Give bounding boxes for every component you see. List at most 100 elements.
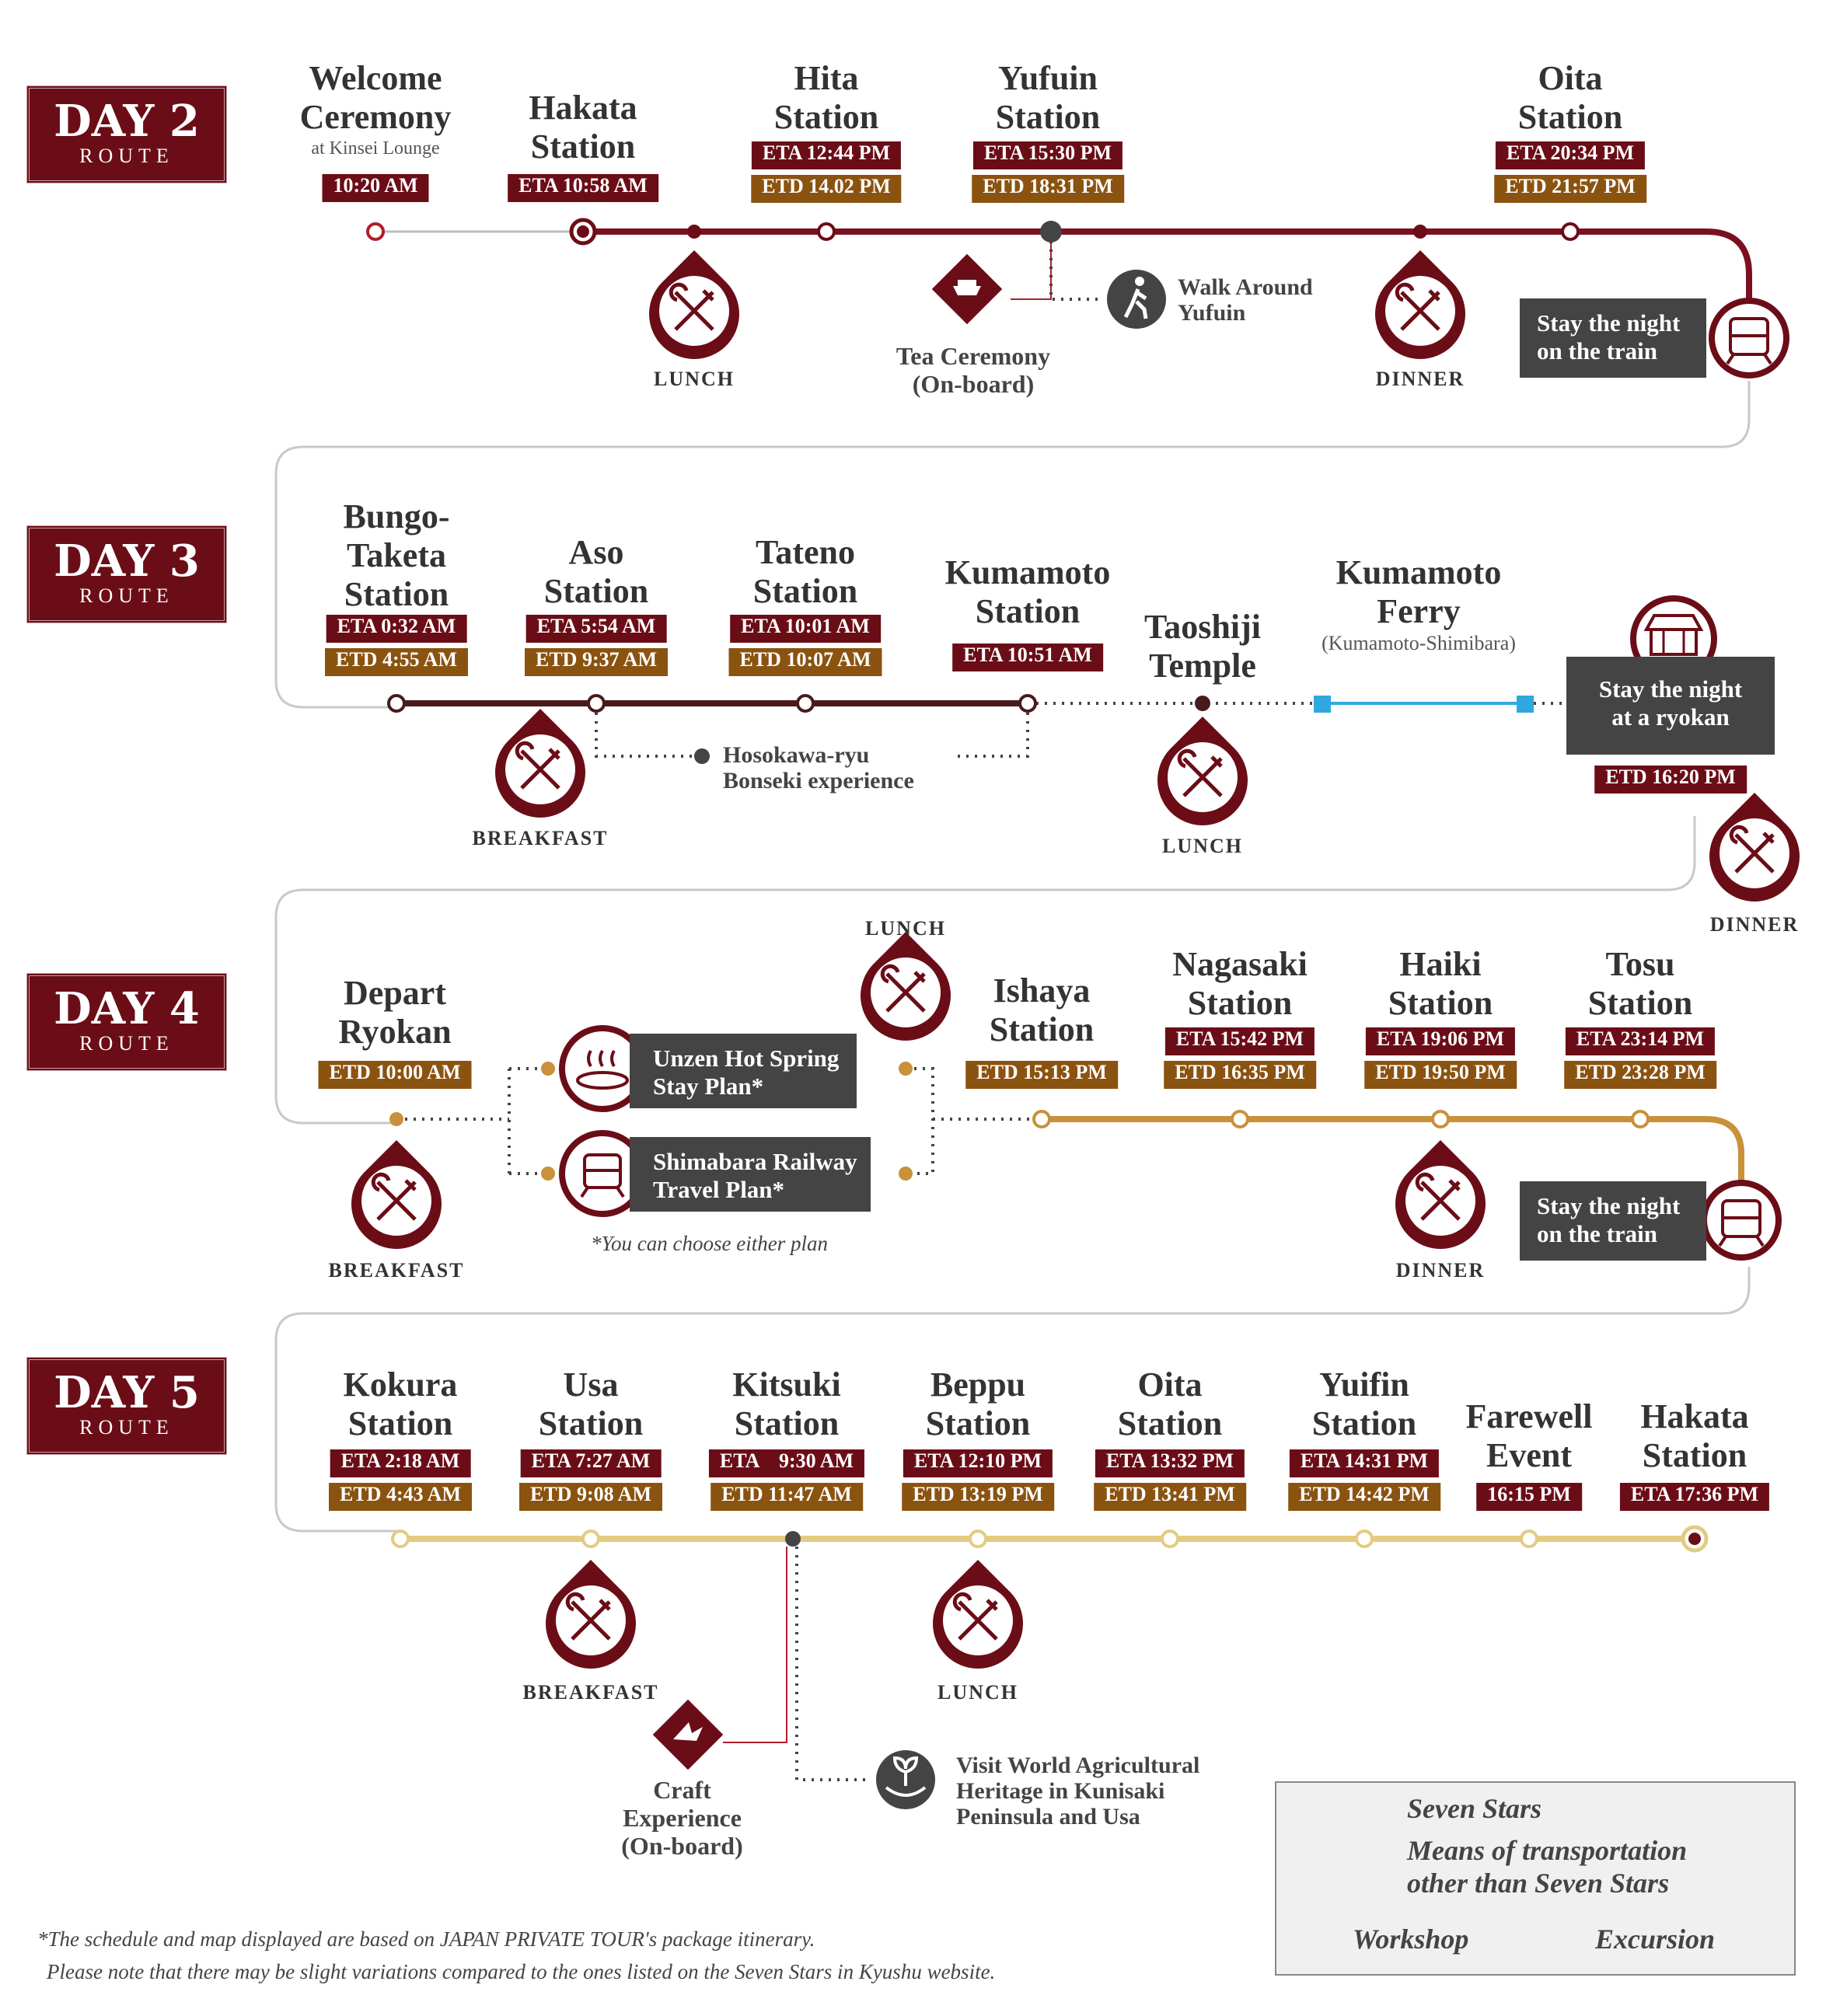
etd-nagasaki: ETD 16:35 PM (1164, 1061, 1316, 1089)
route-label: ROUTE (79, 584, 174, 607)
eta-hita: ETA 12:44 PM (751, 141, 902, 169)
node-kitsuki (785, 1531, 801, 1547)
stop-name-line1: Yufuin (997, 59, 1098, 97)
excursion-walk-icon (1107, 270, 1166, 329)
eta-tosu: ETA 23:14 PM (1565, 1027, 1716, 1055)
time-farewell: 16:15 PM (1476, 1483, 1582, 1511)
etd-bungo: ETD 4:55 AM (325, 648, 468, 676)
legend-other-line2: other than Seven Stars (1407, 1868, 1670, 1899)
node-nagasaki (1231, 1110, 1249, 1128)
node-taoshiji (1195, 696, 1210, 711)
node-yuifin (1355, 1529, 1374, 1548)
eta-hakata5: ETA 17:36 PM (1619, 1483, 1770, 1511)
connector-day4-day5 (274, 1267, 1751, 1533)
stop-name-line2: Station (1117, 1404, 1223, 1442)
node-aso (587, 694, 606, 713)
stop-name-line2: Station (543, 572, 649, 610)
label-line2: Bonseki experience (723, 768, 914, 793)
etd-usa: ETD 9:08 AM (519, 1483, 662, 1511)
stop-name-line1: Hakata (529, 89, 637, 127)
stop-name-line1: Aso (568, 533, 624, 571)
stop-name-line2: Ferry (1377, 592, 1461, 630)
day-label: DAY 2 (54, 96, 200, 147)
meal-label: DINNER (1375, 368, 1465, 390)
etd-kokura: ETD 4:43 AM (329, 1483, 472, 1511)
meal-label: BREAKFAST (472, 827, 609, 849)
meal-pin-lunch-icon (861, 932, 951, 1041)
meal-pin-lunch-icon (933, 1560, 1023, 1669)
stop-name-line1: Tosu (1605, 945, 1675, 983)
stop-name-line1: Depart (344, 974, 446, 1012)
train-icon-day4 (1701, 1180, 1782, 1261)
stop-name-line1: Hita (794, 59, 859, 97)
stop-name-line2: Station (734, 1404, 840, 1442)
label-line2: Heritage in Kunisaki (956, 1778, 1165, 1804)
stop-name-line1: Farewell (1465, 1397, 1593, 1435)
stop-name-line1: Kitsuki (732, 1366, 841, 1404)
stop-name-line2: Station (1517, 98, 1623, 136)
node-dinner2 (1413, 225, 1427, 239)
legend-excursion: Excursion (1595, 1924, 1716, 1955)
stop-name-line2: Station (975, 592, 1081, 630)
stop-name-line3: Station (344, 575, 449, 613)
stop-name-line2: Station (530, 127, 636, 166)
etd-yufuin: ETD 18:31 PM (972, 175, 1124, 203)
meal-pin-dinner-icon (1375, 250, 1465, 360)
legend: Seven Stars Means of transportation othe… (1275, 1781, 1796, 1976)
stop-name-line1: Bungo- (343, 497, 450, 535)
eta-beppu: ETA 12:10 PM (903, 1449, 1053, 1477)
meal-pin-lunch-icon (1157, 717, 1248, 825)
eta-hakata: ETA 10:58 AM (508, 174, 658, 202)
etd-tosu: ETD 23:28 PM (1564, 1061, 1716, 1089)
stop-name-line1: Welcome (309, 59, 442, 97)
label-line1: Hosokawa-ryu (723, 742, 870, 768)
node-depart (389, 1112, 403, 1126)
stop-name-line2: Station (989, 1010, 1095, 1048)
label-line1: Stay the night (1537, 309, 1681, 337)
eta-kokura: ETA 2:18 AM (330, 1449, 471, 1477)
label-line1: Stay the night (1537, 1192, 1681, 1219)
etd-aso: ETD 9:37 AM (525, 648, 668, 676)
eta-oita: ETA 20:34 PM (1495, 141, 1646, 169)
etd-kitsuki: ETD 11:47 AM (711, 1483, 863, 1511)
excursion-heritage-icon (876, 1750, 935, 1809)
stop-subtitle: (Kumamoto-Shimibara) (1322, 632, 1516, 654)
meal-label: BREAKFAST (522, 1681, 659, 1704)
legend-workshop: Workshop (1353, 1924, 1469, 1955)
stop-name-line1: Ishaya (993, 971, 1091, 1010)
node-kumamoto (1018, 694, 1037, 713)
node-tateno (796, 694, 815, 713)
node-farewell (1520, 1529, 1538, 1548)
day-label: DAY 3 (54, 535, 200, 587)
eta-kitsuki: ETA 9:30 AM (708, 1449, 865, 1477)
label-line2: Stay Plan* (653, 1073, 764, 1100)
meal-pin-breakfast-icon (495, 709, 585, 818)
etd-haiki: ETD 19:50 PM (1364, 1061, 1517, 1089)
label-line2: on the train (1537, 337, 1657, 364)
label-line2: Travel Plan* (653, 1176, 785, 1203)
node-ishaya (1032, 1110, 1051, 1128)
etd-hita: ETD 14.02 PM (751, 175, 902, 203)
choose-plan-note: *You can choose either plan (591, 1232, 828, 1255)
meal-pin-breakfast-icon (351, 1140, 442, 1249)
legend-seven-stars: Seven Stars (1407, 1793, 1542, 1824)
stop-name-line1: Kumamoto (1335, 553, 1502, 591)
eta-yufuin: ETA 15:30 PM (972, 141, 1123, 169)
